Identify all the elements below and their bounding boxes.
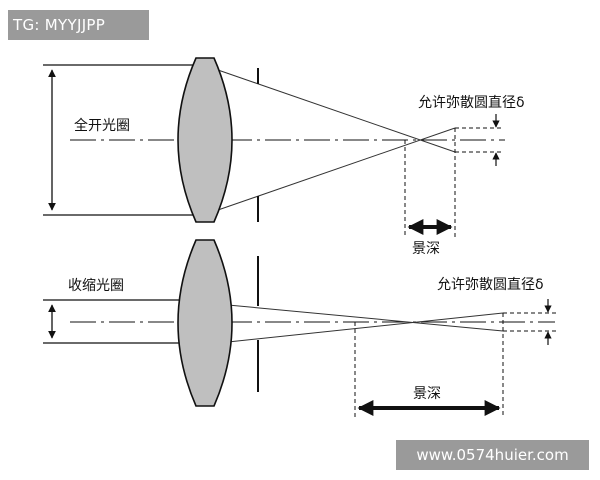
lower-aperture-label: 收缩光圈 bbox=[68, 278, 124, 294]
upper-coc-label: 允许弥散圆直径δ bbox=[418, 94, 525, 111]
upper-full-aperture-diagram: 全开光圈 允许弥散圆直径δ 景深 bbox=[43, 57, 525, 257]
lower-ray-bottom bbox=[227, 312, 504, 343]
upper-aperture-label: 全开光圈 bbox=[74, 117, 130, 134]
upper-lens bbox=[177, 57, 233, 223]
lower-dof-label: 景深 bbox=[413, 386, 441, 402]
lower-stopped-aperture-diagram: 收缩光圈 允许弥散圆直径δ 景深 bbox=[43, 239, 556, 418]
upper-dof-label: 景深 bbox=[412, 241, 440, 257]
lower-lens bbox=[177, 239, 233, 407]
watermark-bottom: www.0574huier.com bbox=[396, 440, 589, 470]
watermark-top: TG: MYYJJPP bbox=[8, 10, 149, 40]
lower-coc-label: 允许弥散圆直径δ bbox=[437, 276, 544, 293]
lower-ray-top bbox=[227, 304, 504, 332]
